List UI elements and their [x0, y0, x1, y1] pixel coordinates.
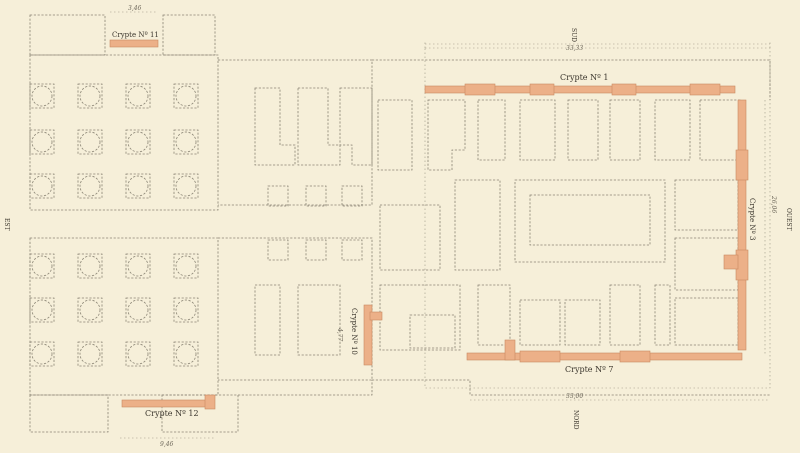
crypt-3	[723, 99, 749, 351]
column-shaft	[79, 299, 101, 321]
dim-top-left: 3,46	[128, 5, 142, 12]
column-shaft	[127, 299, 149, 321]
west-bottom-chambers	[379, 284, 671, 351]
crypt-10-label: Crypte Nº 10	[350, 308, 358, 355]
dimension-guides	[110, 11, 771, 439]
compass-est: EST	[3, 218, 10, 231]
column-shaft	[175, 255, 197, 277]
column-base	[29, 83, 55, 109]
crypt-3-label: Crypte Nº 3	[748, 198, 756, 240]
hypostyle-columns	[267, 185, 363, 261]
column-shaft	[79, 85, 101, 107]
column-base	[173, 253, 199, 279]
crypt-12-label: Crypte Nº 12	[145, 409, 199, 418]
column-shaft	[175, 131, 197, 153]
column-shaft	[31, 299, 53, 321]
column-shaft	[175, 85, 197, 107]
crypt-1-label: Crypte Nº 1	[560, 73, 608, 82]
column-shaft	[31, 85, 53, 107]
column-shaft	[31, 255, 53, 277]
compass-ouest: OUEST	[785, 208, 792, 230]
column-base	[173, 129, 199, 155]
column-base	[77, 297, 103, 323]
central-court	[379, 179, 666, 271]
column-shaft	[175, 343, 197, 365]
column-shaft	[175, 175, 197, 197]
column-base	[125, 297, 151, 323]
column-base	[125, 253, 151, 279]
crypt-7	[466, 339, 743, 363]
crypt-11-label: Crypte Nº 11	[112, 31, 159, 39]
column-base	[29, 253, 55, 279]
column-shaft	[127, 343, 149, 365]
column-base	[173, 83, 199, 109]
dim-top-right: 33,33	[566, 45, 583, 52]
column-shaft	[79, 175, 101, 197]
crypt-1	[424, 83, 736, 96]
compass-sud: SUD	[570, 28, 577, 42]
middle-chambers	[254, 59, 771, 396]
column-shaft	[31, 343, 53, 365]
east-columns	[29, 83, 199, 367]
column-shaft	[79, 131, 101, 153]
dim-inner: 4,77	[336, 327, 343, 342]
column-shaft	[31, 175, 53, 197]
column-base	[29, 297, 55, 323]
crypt-12	[121, 394, 216, 410]
column-base	[29, 341, 55, 367]
dim-right: 26,06	[770, 195, 777, 213]
column-base	[125, 129, 151, 155]
crypt-10	[363, 304, 383, 366]
column-shaft	[127, 175, 149, 197]
column-base	[29, 173, 55, 199]
column-base	[125, 83, 151, 109]
column-shaft	[175, 299, 197, 321]
column-shaft	[79, 343, 101, 365]
column-base	[77, 341, 103, 367]
column-base	[173, 341, 199, 367]
column-shaft	[127, 131, 149, 153]
column-base	[29, 129, 55, 155]
west-top-chambers	[377, 99, 741, 171]
crypt-7-label: Crypte Nº 7	[565, 365, 613, 374]
column-base	[77, 173, 103, 199]
crypt-11	[109, 39, 159, 48]
column-base	[173, 297, 199, 323]
compass-nord: NORD	[572, 410, 579, 430]
column-shaft	[31, 131, 53, 153]
column-shaft	[79, 255, 101, 277]
dim-bottom-right: 33,00	[566, 393, 583, 400]
east-hall-walls	[29, 14, 373, 433]
column-base	[77, 83, 103, 109]
column-base	[173, 173, 199, 199]
column-shaft	[127, 85, 149, 107]
column-base	[125, 173, 151, 199]
column-base	[77, 253, 103, 279]
column-base	[77, 129, 103, 155]
dim-bottom-left: 9,46	[160, 441, 174, 448]
column-base	[125, 341, 151, 367]
column-shaft	[127, 255, 149, 277]
